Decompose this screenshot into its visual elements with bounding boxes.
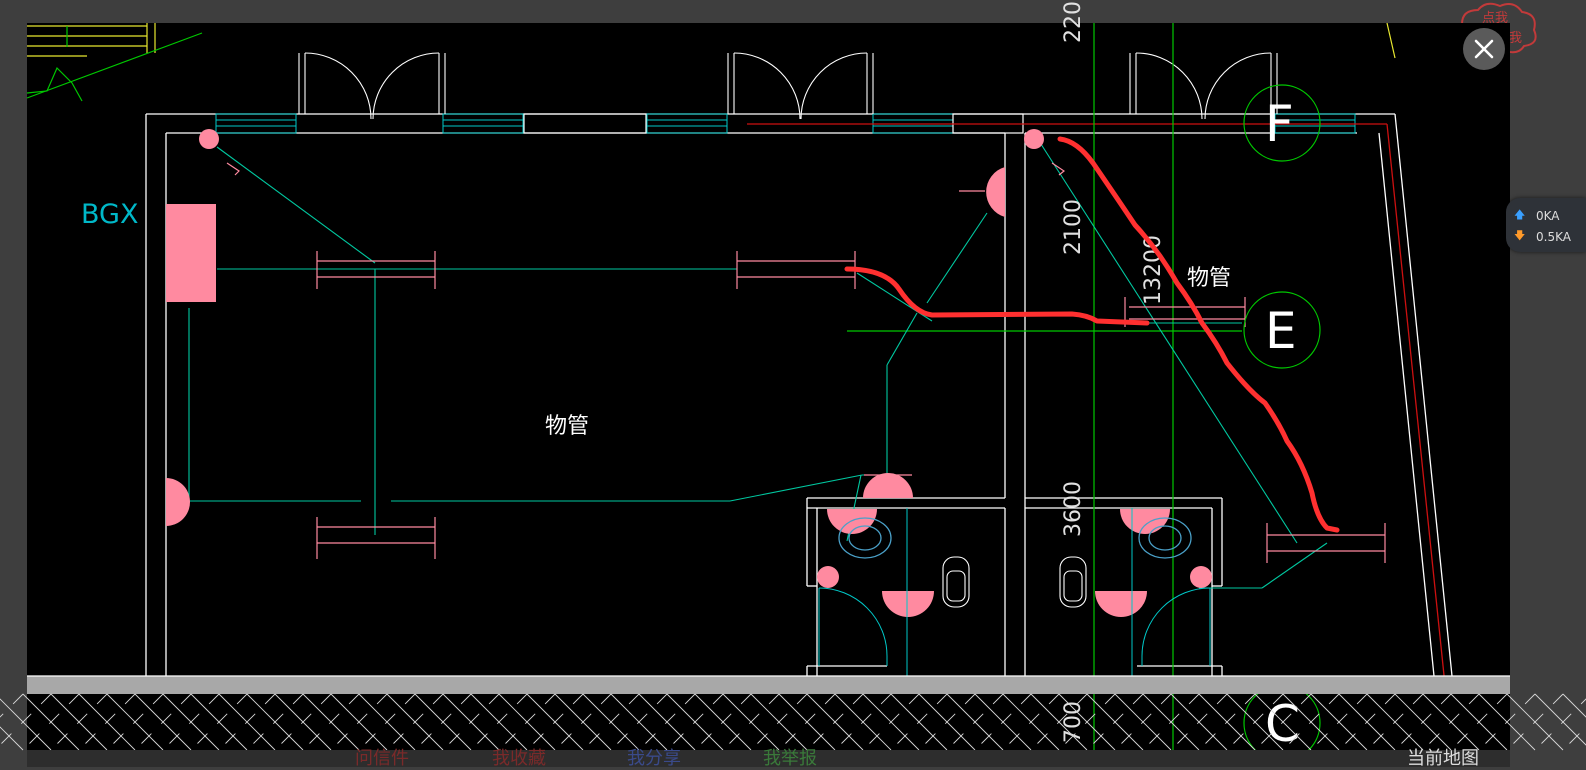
dimension-2100: 2100: [1061, 199, 1086, 255]
upload-arrow-icon: 🡅: [1514, 208, 1526, 221]
double-doors: [298, 52, 1278, 120]
yellow-line: [1386, 22, 1396, 59]
red-markup: [844, 136, 1340, 533]
background-page-footer: 问信件 我收藏 我分享 我举报 当前地图: [27, 748, 1510, 769]
pipes: [188, 140, 1328, 589]
bgx-label: BGX: [81, 199, 138, 230]
download-arrow-icon: 🡇: [1514, 229, 1526, 242]
grid-bubble-E-label: E: [1265, 302, 1297, 360]
bg-link-4[interactable]: 我举报: [763, 748, 817, 769]
basins: [838, 517, 1192, 559]
bg-link-1[interactable]: 问信件: [355, 748, 409, 769]
windows: [215, 113, 1356, 134]
background-page-right: [1510, 23, 1586, 750]
sanitary-fixtures: [942, 556, 1087, 608]
valve-markers: [226, 162, 1386, 563]
ground-band: [27, 676, 1510, 694]
ground-hatch: [0, 693, 1586, 751]
cloud-badge-line2: 我: [1509, 31, 1522, 46]
grid-bubble-C-label: C: [1265, 695, 1300, 753]
room-label-right: 物管: [1187, 266, 1231, 291]
stair-arrow: [26, 26, 203, 102]
grid-bubble-E: E: [1243, 291, 1321, 369]
download-speed: 0.5KA: [1536, 229, 1571, 244]
upload-speed: 0KA: [1536, 208, 1560, 223]
red-boundary: [747, 123, 1446, 686]
close-icon: [1474, 39, 1494, 59]
grid-lines: [847, 23, 1242, 750]
opening-white: [523, 113, 647, 134]
grid-bubble-F-label: F: [1265, 95, 1294, 153]
bg-link-2[interactable]: 我收藏: [492, 748, 546, 769]
cloud-badge-line1: 点我: [1482, 11, 1508, 26]
bg-link-3[interactable]: 我分享: [627, 748, 681, 769]
upload-row: 🡅 0KA: [1514, 206, 1560, 225]
grid-bubble-F: F: [1243, 84, 1321, 162]
network-speed-widget[interactable]: 🡅 0KA 🡇 0.5KA: [1506, 198, 1586, 252]
toilet-partitions: [818, 508, 1211, 676]
bg-link-5[interactable]: 当前地图: [1407, 748, 1479, 769]
dimension-220: 220: [1061, 1, 1086, 43]
room-label-left: 物管: [545, 414, 589, 439]
dimension-3600: 3600: [1061, 481, 1086, 537]
stair-hatch: [27, 23, 156, 57]
close-button[interactable]: [1463, 28, 1505, 70]
fixtures: [166, 129, 1212, 617]
download-row: 🡇 0.5KA: [1514, 227, 1571, 246]
